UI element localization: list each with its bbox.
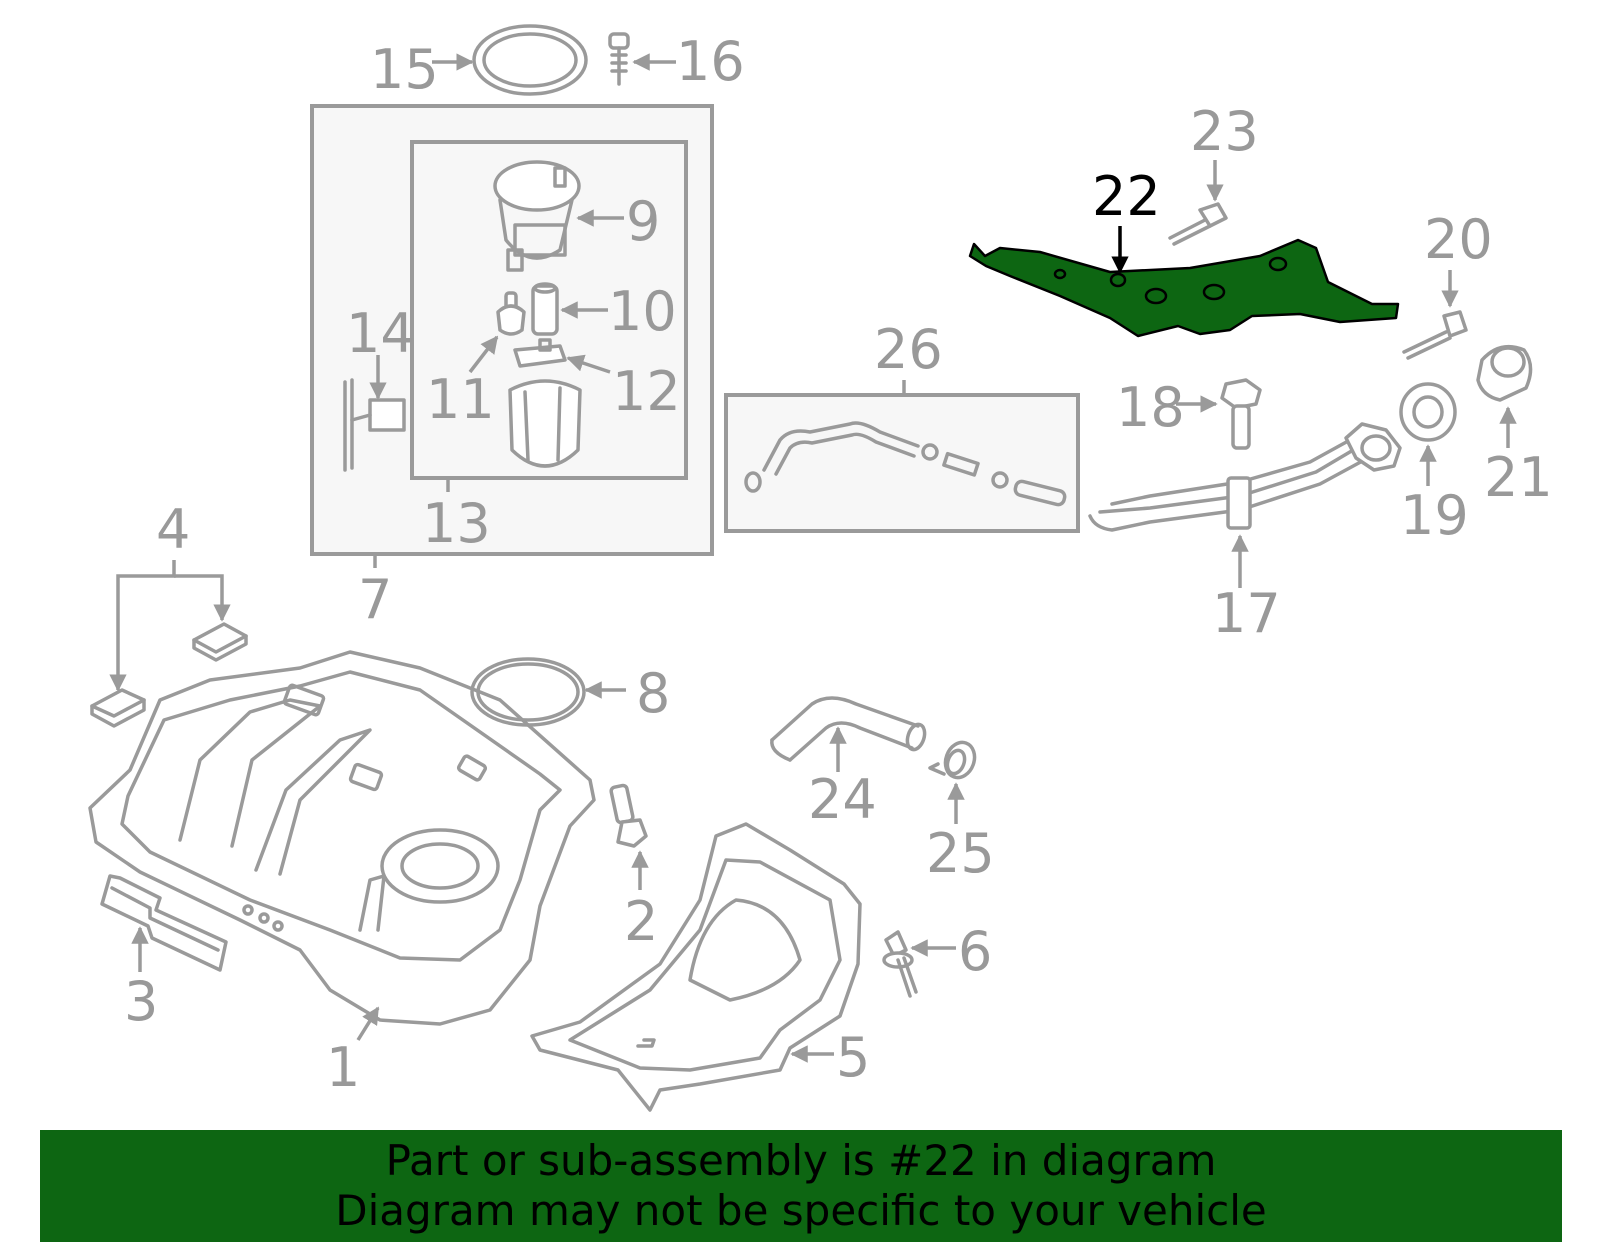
callout-25[interactable]: 25 xyxy=(926,822,995,885)
part-19-gasket[interactable] xyxy=(1399,382,1457,442)
part-11-regulator[interactable] xyxy=(496,291,526,336)
callout-13[interactable]: 13 xyxy=(422,492,491,555)
part-23-bolt[interactable] xyxy=(1168,202,1228,246)
callout-10[interactable]: 10 xyxy=(608,280,677,343)
part-14-level-sender[interactable] xyxy=(343,378,406,472)
part-16-bolt[interactable] xyxy=(608,32,630,86)
part-18-bolt[interactable] xyxy=(1220,378,1262,450)
callout-23[interactable]: 23 xyxy=(1190,100,1259,163)
part-10-filter[interactable] xyxy=(531,282,559,336)
callout-9[interactable]: 9 xyxy=(626,190,660,253)
leader-11 xyxy=(468,335,499,374)
leader-12 xyxy=(566,354,611,374)
part-6-clip[interactable] xyxy=(882,930,918,998)
part-8-seal-ring[interactable] xyxy=(470,657,586,727)
callout-22[interactable]: 22 xyxy=(1092,165,1161,228)
callout-16[interactable]: 16 xyxy=(676,30,745,93)
pump-reservoir xyxy=(508,379,582,468)
part-26-vent-hose[interactable] xyxy=(744,421,1067,507)
part-4-pads[interactable] xyxy=(90,622,248,728)
part-24-hose[interactable] xyxy=(770,696,928,762)
callout-17[interactable]: 17 xyxy=(1212,582,1281,645)
callout-5[interactable]: 5 xyxy=(836,1026,870,1089)
banner-line-1: Part or sub-assembly is #22 in diagram xyxy=(385,1136,1217,1185)
callout-20[interactable]: 20 xyxy=(1424,208,1493,271)
callout-21[interactable]: 21 xyxy=(1484,446,1553,509)
part-5-heat-shield[interactable] xyxy=(530,822,862,1112)
callout-2[interactable]: 2 xyxy=(624,890,658,953)
callout-6[interactable]: 6 xyxy=(958,920,992,983)
callout-4[interactable]: 4 xyxy=(156,498,190,561)
assembly-box-26 xyxy=(724,393,1080,533)
part-12-bracket[interactable] xyxy=(513,338,567,368)
callout-14[interactable]: 14 xyxy=(346,302,415,365)
leader-1 xyxy=(356,1006,380,1041)
callout-19[interactable]: 19 xyxy=(1400,484,1469,547)
part-25-clamp[interactable] xyxy=(928,738,979,781)
callout-11[interactable]: 11 xyxy=(426,368,495,431)
callout-15[interactable]: 15 xyxy=(370,38,439,101)
leader-4a xyxy=(109,560,176,692)
banner-line-2: Diagram may not be specific to your vehi… xyxy=(335,1186,1267,1235)
info-banner: Part or sub-assembly is #22 in diagram D… xyxy=(40,1130,1562,1242)
part-17-filler-neck[interactable] xyxy=(1088,422,1402,532)
leader-4b xyxy=(174,574,231,622)
part-20-bolt[interactable] xyxy=(1402,310,1468,360)
callout-3[interactable]: 3 xyxy=(124,970,158,1033)
callout-18[interactable]: 18 xyxy=(1116,376,1185,439)
part-15-gasket[interactable] xyxy=(472,24,588,96)
callout-1[interactable]: 1 xyxy=(326,1036,360,1099)
part-2-bolt[interactable] xyxy=(609,783,648,848)
callout-12[interactable]: 12 xyxy=(612,360,681,423)
callout-8[interactable]: 8 xyxy=(636,662,670,725)
callout-24[interactable]: 24 xyxy=(808,768,877,831)
part-3-pad[interactable] xyxy=(100,874,228,972)
part-9-pump-module[interactable] xyxy=(493,160,581,272)
part-21-fuel-cap[interactable] xyxy=(1476,344,1533,402)
part-22-bracket-highlighted[interactable] xyxy=(968,238,1400,338)
callout-7[interactable]: 7 xyxy=(358,568,392,631)
part-1-fuel-tank[interactable] xyxy=(88,650,596,1026)
callout-26[interactable]: 26 xyxy=(874,318,943,381)
